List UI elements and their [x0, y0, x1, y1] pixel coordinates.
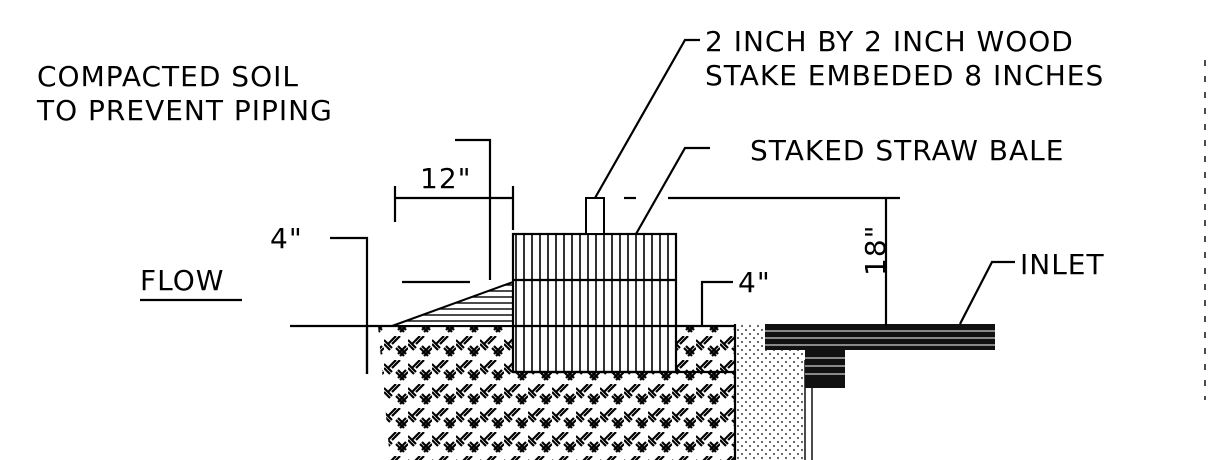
- straw-bale: [511, 232, 678, 374]
- inlet-grate-slab: [765, 324, 995, 350]
- stake-leader: [594, 38, 700, 199]
- inlet-frame-step: [805, 350, 845, 388]
- inlet-leader: [959, 260, 1015, 325]
- flow-label: FLOW: [140, 264, 224, 297]
- soil-label-line2: TO PREVENT PIPING: [36, 94, 333, 127]
- dim-12-label: 12": [420, 162, 472, 195]
- bale-leader: [635, 146, 710, 235]
- dim-18-label: 18": [859, 224, 892, 276]
- compacted-soil-wedge: [391, 280, 514, 327]
- dim-4-right-label: 4": [738, 266, 771, 299]
- soil-label-line1: COMPACTED SOIL: [37, 60, 299, 93]
- stake-label-line1: 2 INCH BY 2 INCH WOOD: [705, 25, 1074, 58]
- ground-soil-lower-extension: [378, 326, 390, 460]
- inlet-label: INLET: [1020, 248, 1105, 281]
- dim-4-left-label: 4": [270, 222, 303, 255]
- dim-4-right-leader: [700, 280, 733, 326]
- compacted-soil-leader: [455, 138, 492, 280]
- stake-label-line2: STAKE EMBEDED 8 INCHES: [705, 59, 1104, 92]
- bale-label: STAKED STRAW BALE: [750, 134, 1064, 167]
- dim-4-left-leader: [330, 236, 369, 374]
- wood-stake: [585, 197, 605, 235]
